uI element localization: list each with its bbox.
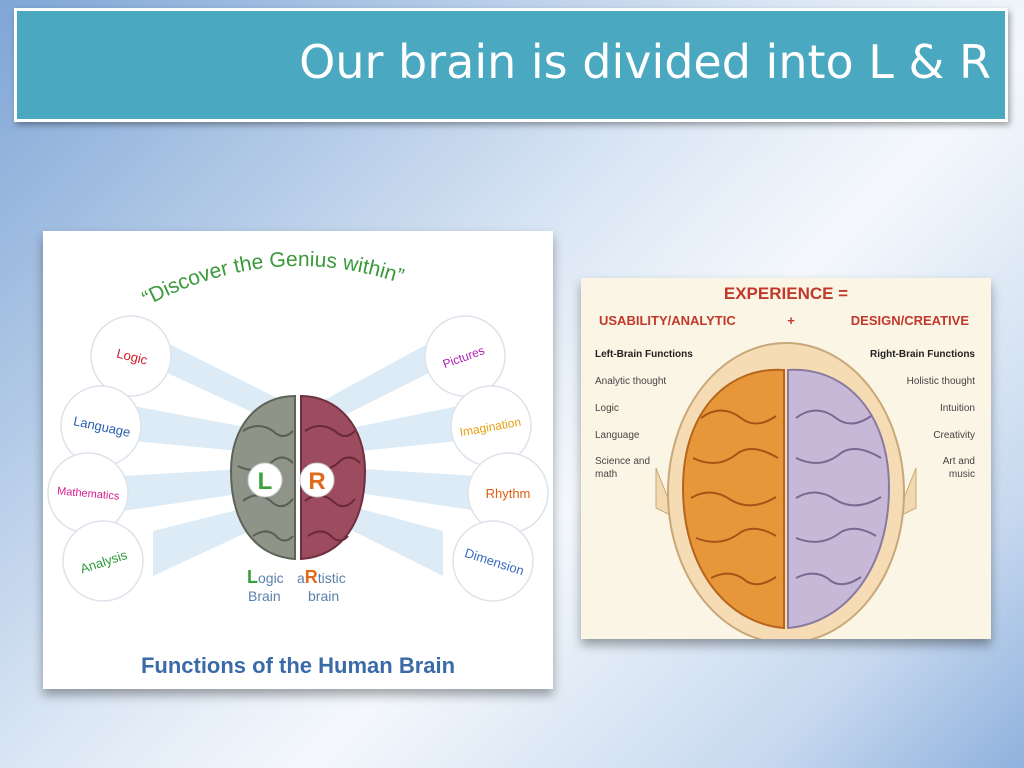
arc-heading: “Discover the Genius within” bbox=[139, 248, 407, 311]
lavender-hemisphere bbox=[787, 368, 891, 630]
left-function-circles: Logic Language Mathematics Analysis bbox=[47, 315, 172, 602]
left-item-0: Analytic thought bbox=[595, 376, 666, 387]
left-brain-title: Left-Brain Functions bbox=[595, 349, 693, 360]
right-item-1: Intuition bbox=[940, 403, 975, 414]
orange-hemisphere bbox=[681, 368, 785, 630]
right-function-circles: Pictures Imagination Rhythm Dimension bbox=[424, 315, 549, 602]
head-illustration bbox=[655, 342, 917, 644]
circle-logic bbox=[90, 315, 172, 397]
l-badge bbox=[247, 462, 283, 498]
circle-dimension bbox=[452, 520, 534, 602]
brain-illustration: L R bbox=[229, 394, 367, 561]
title-bar: Our brain is divided into L & R bbox=[14, 8, 1008, 122]
right-item-3: Art and bbox=[943, 456, 975, 467]
left-item-2: Language bbox=[595, 430, 640, 441]
left-brain-figure: “Discover the Genius within” Logic Langu… bbox=[43, 231, 553, 689]
figure-footer: Functions of the Human Brain bbox=[141, 653, 455, 678]
logic-brain-caption: Brain bbox=[248, 588, 281, 604]
left-item-4: math bbox=[595, 469, 617, 480]
label-logic: Logic bbox=[115, 346, 149, 368]
usability-label: USABILITY/ANALYTIC bbox=[599, 313, 736, 328]
design-label: DESIGN/CREATIVE bbox=[851, 313, 970, 328]
label-rhythm: Rhythm bbox=[486, 486, 531, 501]
left-item-1: Logic bbox=[595, 403, 619, 414]
right-item-2: Creativity bbox=[933, 430, 975, 441]
label-mathematics: Mathematics bbox=[57, 485, 121, 502]
hemisphere-captions: Logic Brain aRtistic brain bbox=[247, 567, 346, 604]
right-item-0: Holistic thought bbox=[907, 376, 976, 387]
slide-title: Our brain is divided into L & R bbox=[299, 35, 991, 89]
left-figure-svg: “Discover the Genius within” Logic Langu… bbox=[47, 248, 549, 678]
right-brain-figure: EXPERIENCE = USABILITY/ANALYTIC + DESIGN… bbox=[581, 278, 991, 644]
artistic-caption: aRtistic bbox=[297, 567, 346, 587]
right-item-4: music bbox=[949, 469, 975, 480]
left-folds bbox=[237, 425, 294, 542]
left-item-3: Science and bbox=[595, 456, 650, 467]
experience-heading: EXPERIENCE = bbox=[724, 284, 848, 303]
circle-analysis bbox=[62, 520, 144, 602]
plus-sign: + bbox=[787, 313, 795, 328]
logic-caption: Logic bbox=[247, 567, 284, 587]
r-letter: R bbox=[308, 468, 325, 495]
r-badge bbox=[299, 462, 335, 498]
artistic-brain-caption: brain bbox=[308, 588, 339, 604]
right-figure-svg: EXPERIENCE = USABILITY/ANALYTIC + DESIGN… bbox=[595, 284, 976, 644]
l-letter: L bbox=[258, 468, 273, 495]
right-brain-title: Right-Brain Functions bbox=[870, 349, 975, 360]
